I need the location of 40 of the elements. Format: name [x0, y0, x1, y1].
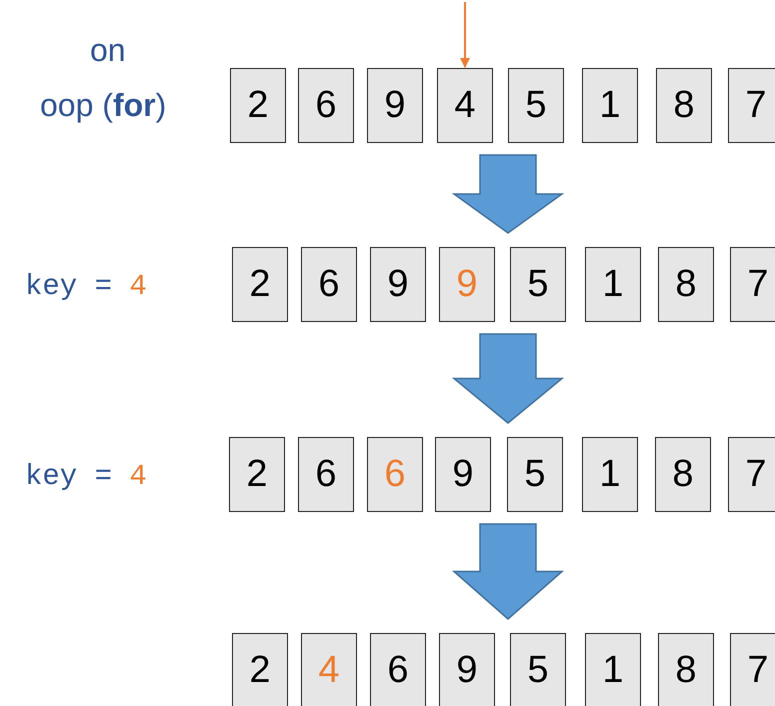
array-cell: 7 [730, 247, 775, 322]
code-text: key = 4 [25, 270, 147, 303]
array-cell: 6 [370, 633, 426, 706]
array-cell: 4 [301, 633, 357, 706]
array-cell: 4 [437, 68, 493, 143]
heading-text: on [90, 32, 126, 69]
block-arrow [452, 523, 564, 620]
array-cell: 2 [232, 633, 288, 706]
array-cell: 5 [510, 247, 566, 322]
array-cell: 1 [585, 247, 641, 322]
array-cell: 8 [655, 437, 711, 512]
array-cell: 5 [508, 68, 564, 143]
array-cell: 8 [658, 633, 714, 706]
array-cell: 2 [230, 68, 286, 143]
array-cell: 8 [658, 247, 714, 322]
array-cell: 7 [728, 68, 775, 143]
array-cell: 9 [439, 247, 495, 322]
array-cell: 5 [507, 437, 563, 512]
array-cell: 1 [582, 437, 638, 512]
array-cell: 2 [229, 437, 285, 512]
array-cell: 9 [439, 633, 495, 706]
array-cell: 2 [232, 247, 288, 322]
code-text: key = 4 [25, 460, 147, 493]
heading-text: oop (for) [40, 87, 166, 124]
array-cell: 1 [582, 68, 638, 143]
array-cell: 9 [370, 247, 426, 322]
array-cell: 5 [510, 633, 566, 706]
array-cell: 9 [435, 437, 491, 512]
array-cell: 7 [728, 437, 775, 512]
array-cell: 7 [730, 633, 775, 706]
array-cell: 6 [298, 68, 354, 143]
array-cell: 1 [585, 633, 641, 706]
array-cell: 6 [367, 437, 423, 512]
block-arrow [452, 154, 564, 234]
array-cell: 8 [656, 68, 712, 143]
block-arrow [452, 333, 564, 424]
array-cell: 9 [367, 68, 423, 143]
array-cell: 6 [298, 437, 354, 512]
arrow [460, 2, 470, 68]
array-cell: 6 [301, 247, 357, 322]
